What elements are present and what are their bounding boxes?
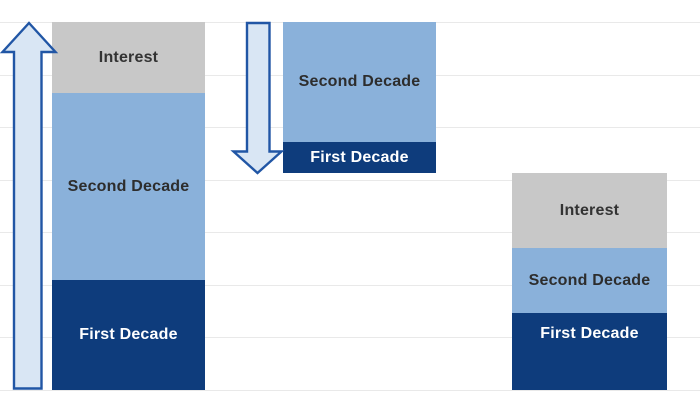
gridline [0, 337, 700, 338]
bar1-second-decade-label: Second Decade [67, 177, 190, 195]
bar3-second-decade-label: Second Decade [528, 271, 651, 289]
up-arrow-icon [0, 21, 59, 390]
bar2-second-decade-segment: Second Decade [283, 22, 436, 142]
stacked-bar-3: Interest Second Decade First Decade [512, 173, 667, 390]
bar3-interest-segment: Interest [512, 173, 667, 248]
bar3-interest-label: Interest [559, 201, 620, 219]
stacked-bar-2-floating: Second Decade First Decade [283, 22, 436, 173]
bar1-interest-label: Interest [98, 48, 159, 66]
bar1-second-decade-segment: Second Decade [52, 93, 205, 280]
bar2-second-decade-label: Second Decade [298, 73, 421, 90]
bar2-first-decade-label: First Decade [310, 148, 409, 166]
gridline [0, 232, 700, 233]
gridline [0, 285, 700, 286]
bar3-first-decade-segment: First Decade [512, 313, 667, 390]
gridline [0, 180, 700, 181]
bar3-first-decade-label: First Decade [540, 325, 639, 342]
bar3-second-decade-segment: Second Decade [512, 248, 667, 313]
bar1-first-decade-label: First Decade [79, 326, 178, 343]
bar1-interest-segment: Interest [52, 22, 205, 93]
bar2-first-decade-segment: First Decade [283, 142, 436, 173]
bar1-first-decade-segment: First Decade [52, 280, 205, 390]
down-arrow-icon [230, 21, 285, 175]
stacked-bar-1: Interest Second Decade First Decade [52, 22, 205, 390]
gridline [0, 390, 700, 391]
